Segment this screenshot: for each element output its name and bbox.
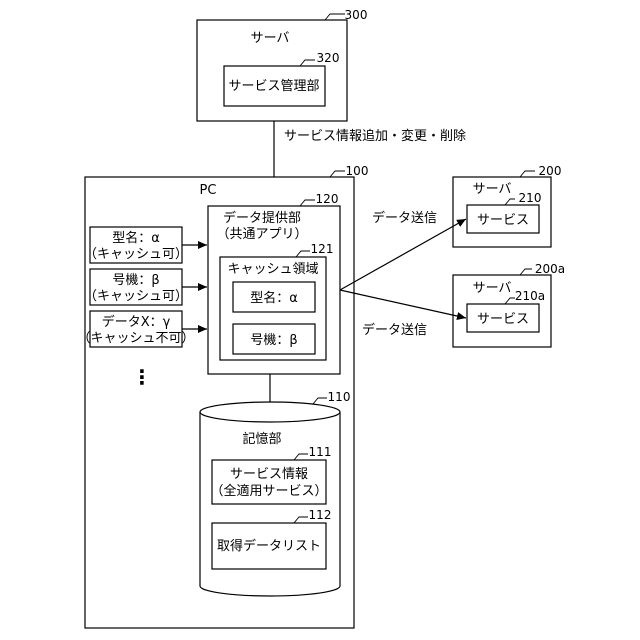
data-provider-title: データ提供部 [223, 210, 301, 226]
data-send-arrow-210a [340, 290, 466, 318]
server-200a-title: サーバ [473, 281, 512, 296]
service-info-line2: （全適用サービス） [210, 483, 327, 499]
pc-ref-leader [330, 171, 345, 177]
cache-area-ref: 121 [311, 242, 334, 256]
data-send-label-bottom: データ送信 [362, 322, 427, 338]
server-300-ref-leader [325, 14, 345, 20]
service-info-line1: サービス情報 [230, 467, 308, 482]
input-model-line1: 型名：α [112, 230, 160, 246]
storage-cylinder-top [200, 402, 340, 422]
data-send-arrow-210 [340, 219, 466, 290]
service-info-ref: 111 [309, 445, 332, 459]
acquired-data-list-ref: 112 [309, 508, 332, 522]
input-data-x-line1: データX：γ [102, 314, 171, 330]
server-200a: サーバ 200a サービス 210a [453, 262, 565, 347]
server-300: サーバ 300 サービス管理部 320 [197, 8, 367, 121]
data-provider-ref: 120 [316, 192, 339, 206]
storage-ref: 110 [328, 390, 351, 404]
server-200a-ref-leader [520, 269, 532, 275]
service-manager-label: サービス管理部 [228, 79, 319, 94]
service-manager-ref: 320 [317, 51, 340, 65]
cache-item-model: 型名：α [250, 290, 298, 306]
service-210-label: サービス [477, 213, 529, 228]
more-inputs-ellipsis: ⋮ [132, 365, 152, 389]
data-provider: データ提供部 （共通アプリ） 120 キャッシュ領域 121 型名：α 号機：β [208, 192, 340, 374]
pc-title: PC [200, 183, 217, 198]
cache-item-serial: 号機：β [250, 333, 297, 348]
input-serial-line1: 号機：β [112, 273, 159, 288]
service-210-ref: 210 [519, 191, 542, 205]
data-provider-subtitle: （共通アプリ） [216, 227, 307, 242]
storage: 記憶部 110 サービス情報 （全適用サービス） 111 取得データリスト 11… [200, 390, 350, 596]
server-200: サーバ 200 サービス 210 [453, 164, 561, 247]
server-300-ref: 300 [345, 8, 368, 22]
input-serial-line2: （キャッシュ可） [84, 289, 188, 304]
input-data-x-line2: （キャッシュ不可） [77, 331, 194, 346]
server-200-title: サーバ [473, 182, 512, 197]
pc-ref: 100 [346, 164, 369, 178]
acquired-data-list-label: 取得データリスト [217, 538, 321, 554]
service-210a-label: サービス [477, 312, 529, 327]
input-model-line2: （キャッシュ可） [84, 247, 188, 262]
cache-area-title: キャッシュ領域 [227, 261, 318, 277]
service-210a-ref: 210a [515, 289, 545, 303]
server-200a-ref: 200a [535, 262, 565, 276]
storage-title: 記憶部 [242, 431, 281, 447]
server-300-title: サーバ [251, 31, 290, 46]
data-send-label-top: データ送信 [372, 210, 437, 226]
server-200-ref: 200 [539, 164, 562, 178]
server-200-ref-leader [520, 171, 535, 177]
service-info-update-label: サービス情報追加・変更・削除 [284, 128, 466, 144]
